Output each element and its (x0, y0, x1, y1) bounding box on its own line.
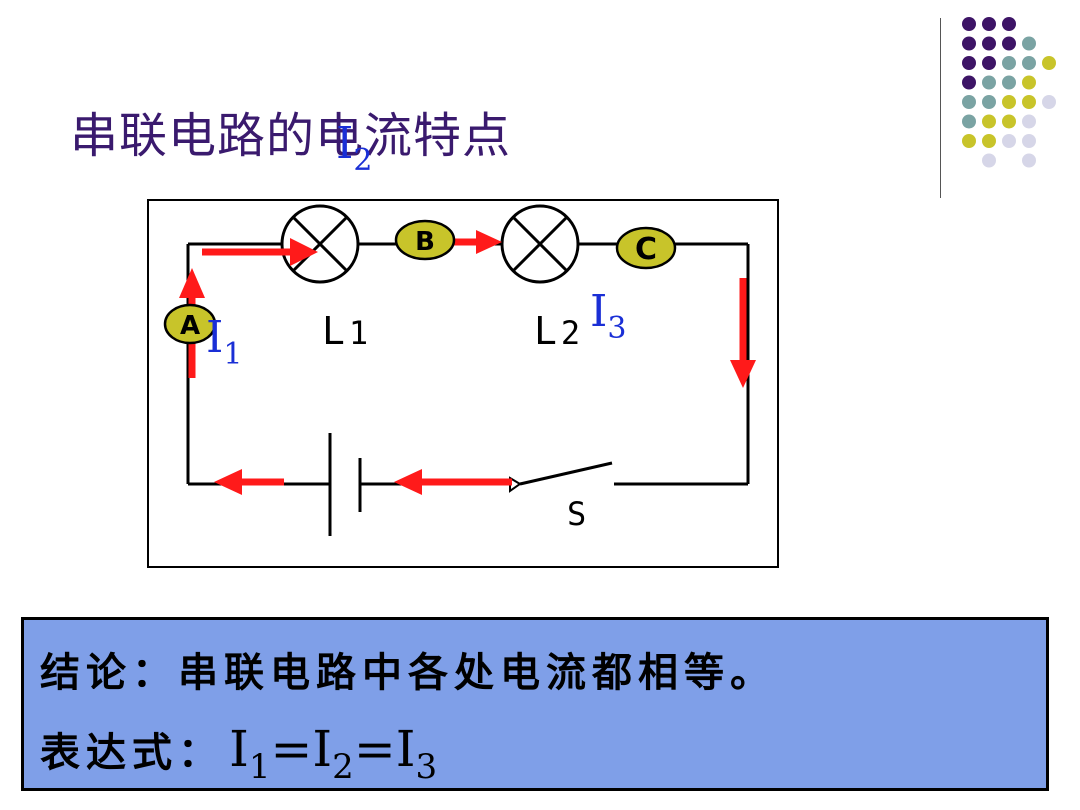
decorative-dot (1002, 75, 1016, 90)
expression-label: 表达式： (40, 729, 224, 776)
decorative-dot (1002, 114, 1016, 129)
ammeter-c-label: C (635, 232, 657, 267)
decorative-dot (982, 95, 996, 109)
title-divider (940, 18, 941, 198)
current-label-i2: I2 (336, 118, 373, 178)
decorative-dot (1022, 95, 1036, 109)
expression-formula: I1=I2=I3 (229, 720, 438, 787)
lamp-l2 (500, 204, 580, 284)
arrow-bottom-left (214, 469, 284, 495)
decorative-dot (962, 114, 976, 129)
ammeter-b-label: B (415, 227, 435, 257)
decorative-dot (1022, 75, 1036, 90)
decorative-dot (1002, 36, 1016, 51)
slide-title: 串联电路的电流特点 (70, 108, 512, 164)
decorative-dot (1002, 17, 1016, 31)
switch-label: S (567, 495, 586, 533)
ammeter-c: C (615, 226, 677, 270)
conclusion-text: 结论：串联电路中各处电流都相等。 (40, 649, 776, 696)
decorative-dot (1002, 56, 1016, 70)
decorative-dot (962, 36, 976, 51)
battery (328, 433, 362, 536)
conclusion-box: 结论：串联电路中各处电流都相等。 表达式： I1=I2=I3 (21, 617, 1049, 791)
current-label-i3: I3 (590, 286, 627, 346)
expression-line: 表达式： I1=I2=I3 (40, 720, 437, 787)
arrow-top-mid (452, 230, 502, 254)
decorative-dot (1022, 56, 1036, 70)
switch-lever (519, 461, 613, 486)
arrow-right (730, 278, 756, 388)
lamp-l1 (280, 204, 360, 284)
current-label-i1: I1 (206, 312, 243, 372)
decorative-dot (962, 95, 976, 109)
decorative-dot (1022, 114, 1036, 129)
decorative-dot (1002, 95, 1016, 109)
circuit-frame (147, 199, 779, 568)
decorative-dot (982, 56, 996, 70)
decorative-dot (1042, 95, 1056, 109)
decorative-dot (1002, 134, 1016, 148)
decorative-dot (1022, 153, 1036, 168)
decorative-dot (982, 17, 996, 31)
decorative-dot (982, 114, 996, 129)
arrow-bottom-mid (394, 469, 512, 495)
decorative-dot (962, 56, 976, 70)
decorative-dot (982, 134, 996, 148)
decorative-dot (1022, 134, 1036, 148)
ammeter-a-label: A (180, 311, 200, 341)
decorative-dot-grid (962, 17, 1056, 168)
decorative-dot (982, 36, 996, 51)
decorative-dot (962, 17, 976, 31)
decorative-dot (1022, 36, 1036, 51)
decorative-dot (962, 75, 976, 90)
decorative-dot (982, 75, 996, 90)
decorative-dot (1042, 56, 1056, 70)
ammeter-a: A (163, 303, 217, 345)
decorative-dot (982, 153, 996, 168)
decorative-dot (962, 134, 976, 148)
ammeter-b: B (394, 219, 456, 261)
arrow-top-left (202, 238, 318, 266)
